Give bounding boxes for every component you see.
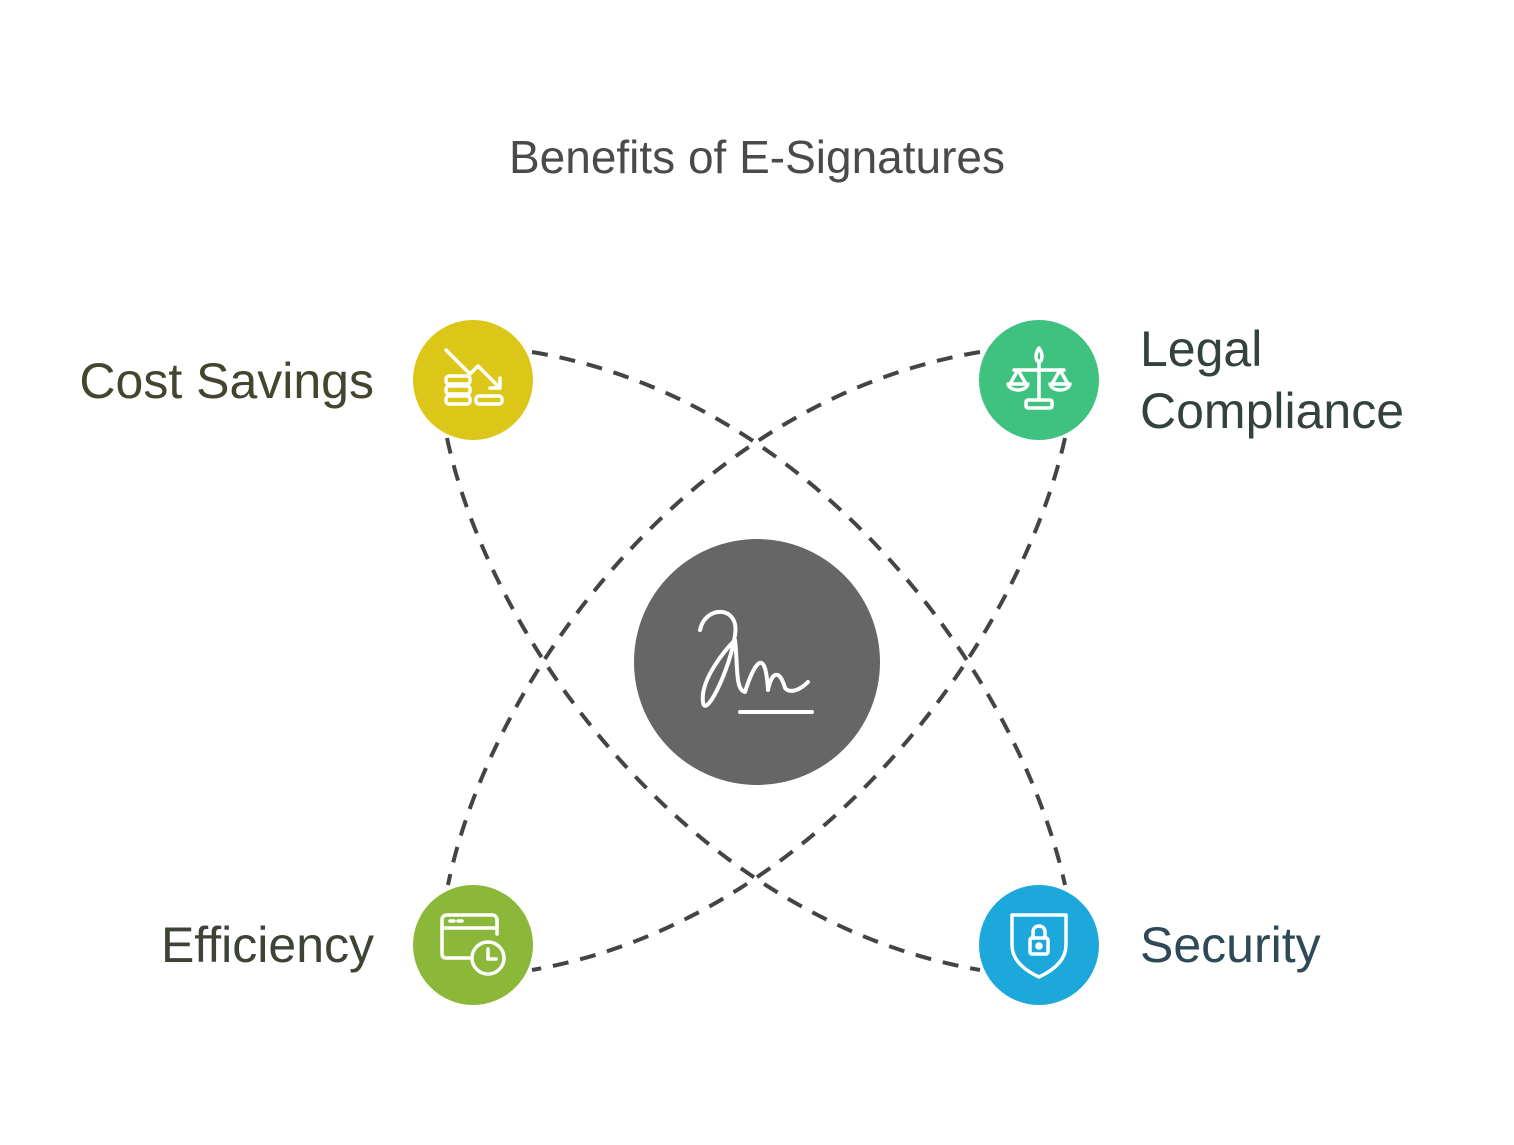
cost-savings-circle <box>413 320 533 440</box>
diagram-title: Benefits of E-Signatures <box>508 131 1006 183</box>
benefit-label-legal-compliance: Legal Compliance <box>1140 321 1405 439</box>
arc-legal-to-efficiency-lower <box>531 437 1067 972</box>
center-circle <box>634 539 880 785</box>
efficiency-circle <box>413 885 533 1005</box>
arc-legal-to-efficiency <box>446 350 981 886</box>
center-node <box>634 539 880 785</box>
shield-lock-icon <box>1010 913 1068 979</box>
benefit-label-cost-savings: Cost Savings <box>79 353 374 409</box>
benefit-label-efficiency: Efficiency <box>160 917 374 973</box>
signature-icon <box>698 609 814 714</box>
scales-icon <box>1006 346 1072 410</box>
decreasing-coins-icon <box>444 348 504 406</box>
connector-arcs <box>445 350 1067 972</box>
node-legal-compliance <box>979 320 1099 440</box>
arc-cost-to-security <box>531 350 1067 886</box>
arc-cost-to-security-lower <box>445 437 981 972</box>
benefit-label-security: Security <box>1140 917 1321 973</box>
node-security <box>979 885 1099 1005</box>
calendar-clock-icon <box>440 913 506 976</box>
node-efficiency <box>413 885 533 1005</box>
node-cost-savings <box>413 320 533 440</box>
